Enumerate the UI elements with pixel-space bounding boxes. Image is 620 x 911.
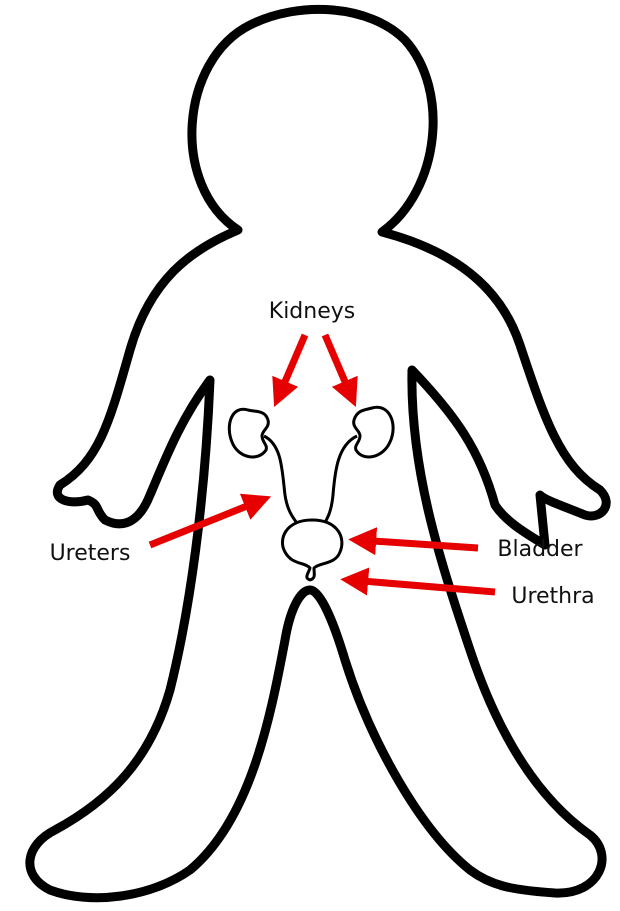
kidneys-label: Kidneys xyxy=(269,299,355,324)
head-and-body-silhouette xyxy=(30,9,606,897)
body-outline xyxy=(30,9,606,897)
ureters-label: Ureters xyxy=(50,541,131,566)
kidneys-right-arrow xyxy=(325,335,352,398)
kidneys-left-arrow xyxy=(278,335,305,398)
bladder-arrow xyxy=(358,540,478,548)
ureters-arrow xyxy=(150,500,262,545)
urinary-organs xyxy=(229,407,393,580)
bladder-shape xyxy=(282,520,341,580)
urethra-arrow xyxy=(350,580,495,592)
left-ureter xyxy=(264,436,300,528)
right-kidney xyxy=(354,407,393,457)
right-ureter xyxy=(322,436,357,528)
bladder-label: Bladder xyxy=(497,537,583,562)
urethra-label: Urethra xyxy=(511,584,594,609)
left-kidney xyxy=(229,409,268,457)
